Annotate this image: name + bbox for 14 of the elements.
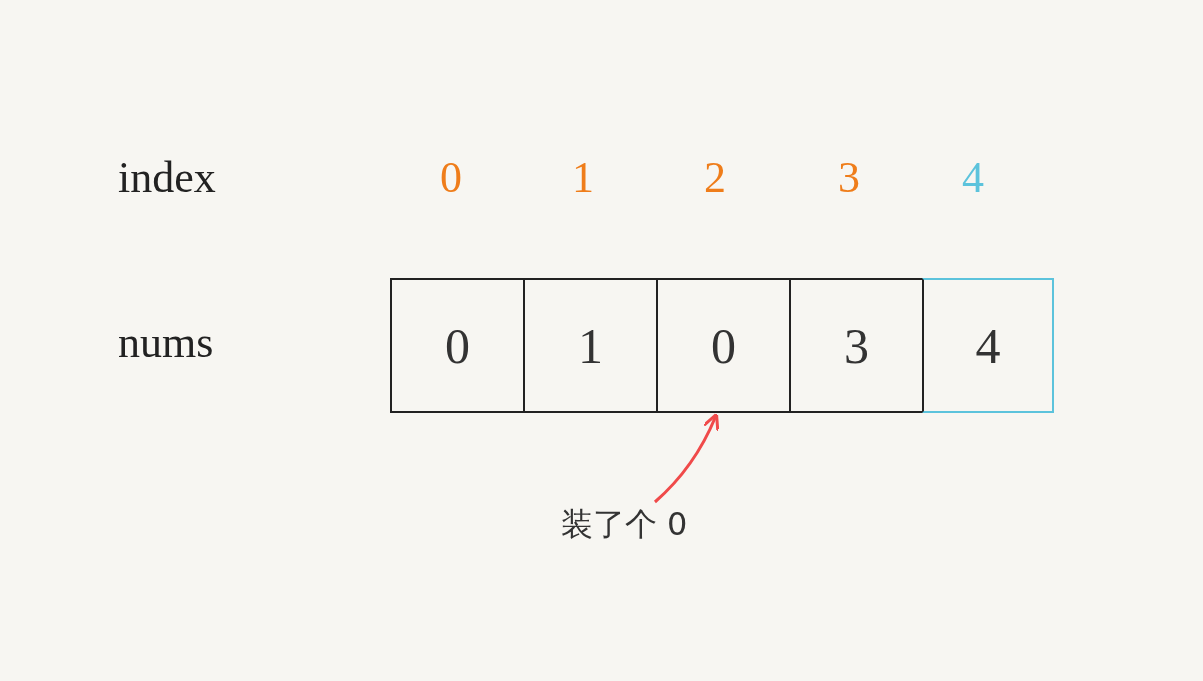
array-cell: 3: [789, 278, 924, 413]
row-label: nums: [118, 318, 214, 368]
index-number: 0: [440, 153, 462, 203]
array-cell: 4: [922, 278, 1054, 413]
array-cell: 0: [656, 278, 791, 413]
index-number: 1: [572, 153, 594, 203]
array-cell: 0: [390, 278, 525, 413]
index-number: 3: [838, 153, 860, 203]
annotation-text: 装了个 0: [538, 502, 710, 548]
index-number: 4: [962, 153, 984, 203]
array-cell: 1: [523, 278, 658, 413]
index-number: 2: [704, 153, 726, 203]
leader-arrow: [653, 412, 720, 504]
row-label: index: [118, 153, 216, 203]
